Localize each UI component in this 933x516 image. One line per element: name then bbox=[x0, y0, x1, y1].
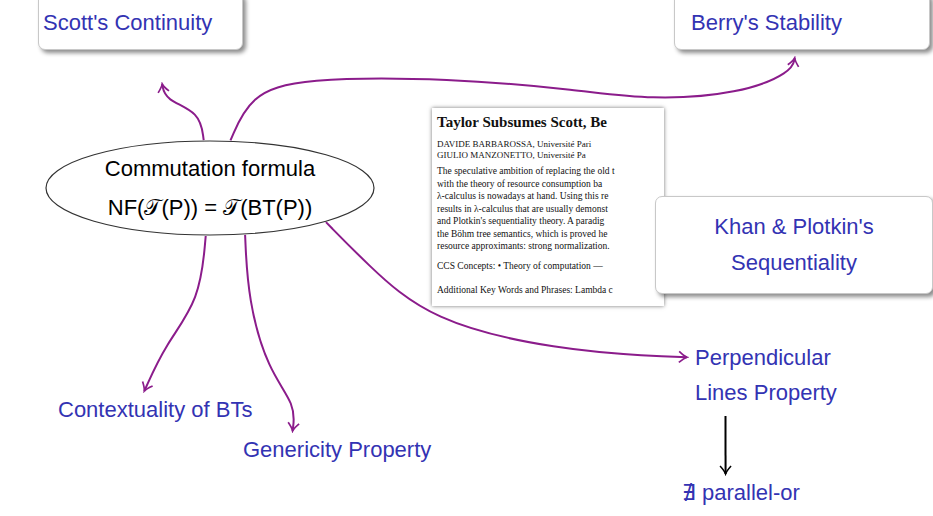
arrow-connector bbox=[230, 58, 794, 140]
paper-text: λ-calculus is nowadays at hand. Using th… bbox=[437, 191, 608, 201]
arrow-connector bbox=[144, 236, 205, 391]
paper-text: The speculative ambition of replacing th… bbox=[437, 166, 615, 176]
paper-text: DAVIDE BARBAROSSA, Université Pari bbox=[437, 140, 591, 150]
node-text: Scott's Continuity bbox=[43, 10, 212, 36]
node-text: NF(𝒯(P)) = 𝒯(BT(P)) bbox=[108, 195, 312, 221]
paper-text: results in λ-calculus that are usually d… bbox=[437, 204, 608, 214]
block-box: Khan & Plotkin's Sequentiality bbox=[655, 196, 933, 294]
ellipse-shape bbox=[46, 141, 374, 235]
block-box: Berry's Stability bbox=[674, 0, 930, 50]
node-text: Commutation formula bbox=[105, 156, 315, 182]
property-text: Perpendicular Lines Property bbox=[695, 340, 855, 410]
paper-text: with the theory of resource consumption … bbox=[437, 179, 602, 189]
paper-text: resource approximants: strong normalizat… bbox=[437, 241, 610, 251]
arrow-connector bbox=[162, 84, 204, 140]
node-text: Berry's Stability bbox=[691, 10, 919, 36]
paper-text: CCS Concepts: • Theory of computation — bbox=[437, 261, 603, 271]
property-text: Contextuality of BTs bbox=[58, 397, 252, 423]
node-text: Genericity Property bbox=[243, 437, 431, 463]
ellipse-outline bbox=[45, 140, 375, 236]
node-text: Contextuality of BTs bbox=[58, 397, 252, 423]
arrow-connector bbox=[724, 416, 726, 474]
node-text: Perpendicular Lines Property bbox=[695, 340, 855, 410]
paper-text: Additional Key Words and Phrases: Lambda… bbox=[437, 285, 613, 295]
paper-screenshot: Taylor Subsumes Scott, Be DAVIDE BARBAROS… bbox=[432, 108, 664, 306]
paper-text: the Böhm tree semantics, which is proved… bbox=[437, 229, 607, 239]
formula-ellipse: Commutation formulaNF(𝒯(P)) = 𝒯(BT(P)) bbox=[45, 140, 375, 236]
block-box: Scott's Continuity bbox=[38, 0, 243, 50]
paper-text: and Plotkin's sequentiality theory. A pa… bbox=[437, 216, 604, 226]
node-text: ∄ parallel-or bbox=[682, 480, 800, 506]
property-text: Genericity Property bbox=[243, 437, 431, 463]
node-text: Khan & Plotkin's Sequentiality bbox=[664, 209, 924, 281]
paper-text: Taylor Subsumes Scott, Be bbox=[437, 114, 607, 131]
property-text: ∄ parallel-or bbox=[682, 480, 800, 506]
paper-text: GIULIO MANZONETTO, Université Pa bbox=[437, 151, 586, 161]
